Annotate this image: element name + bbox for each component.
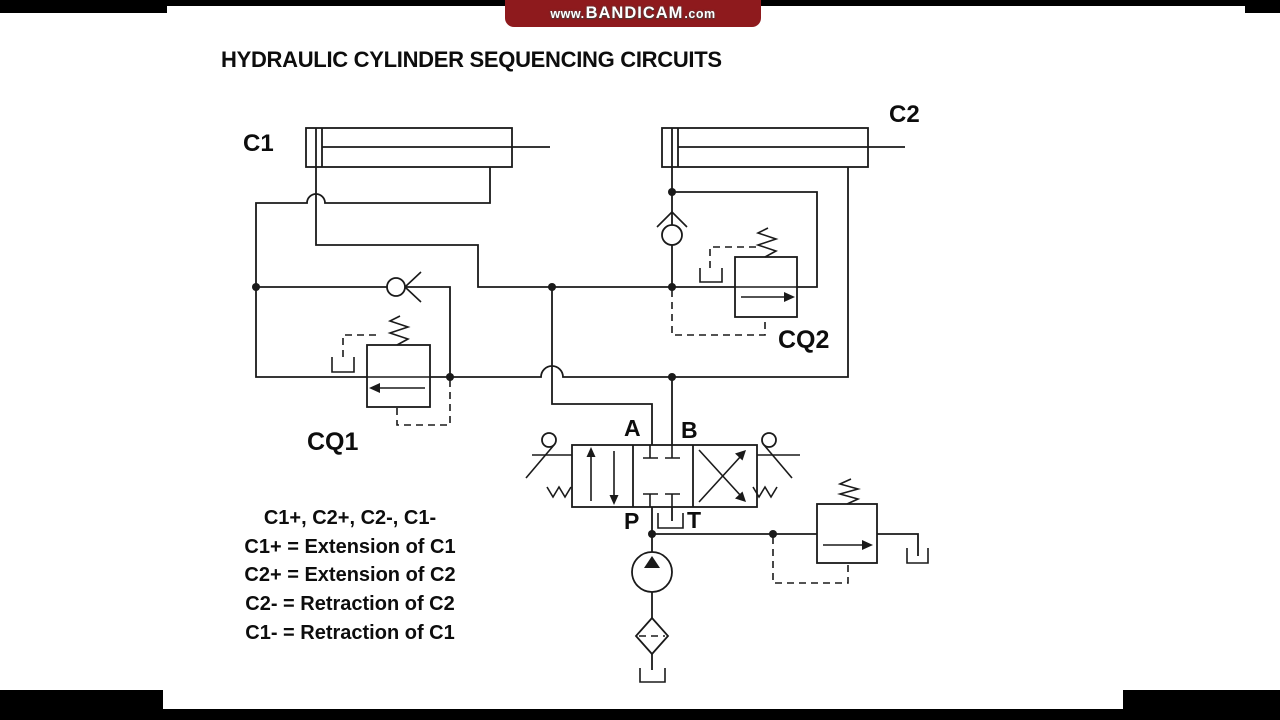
watermark-brand: BANDICAM (585, 4, 684, 22)
legend-line-sequence: C1+, C2+, C2-, C1- (263, 507, 437, 529)
hydraulic-lines (255, 167, 849, 445)
relief-valve-icon (772, 478, 929, 584)
sequence-legend: C1+, C2+, C2-, C1- C1+ = Extension of C1… (204, 504, 496, 648)
letterbox-top-left (0, 0, 167, 13)
pump-icon (631, 551, 673, 593)
label-cq1: CQ1 (307, 428, 359, 456)
label-c2: C2 (889, 101, 920, 128)
watermark-suffix: .com (684, 6, 716, 21)
directional-valve-icon (525, 432, 800, 508)
filter-icon (634, 616, 670, 656)
label-port-b: B (681, 417, 698, 443)
sequence-valve-cq1-icon (331, 315, 451, 426)
label-c1: C1 (243, 130, 274, 157)
label-port-a: A (624, 415, 641, 441)
watermark-prefix: www. (550, 6, 585, 21)
cylinder-c2-icon (661, 127, 905, 168)
tank-pump-icon (639, 668, 666, 683)
legend-line-c2-plus: C2+ = Extension of C2 (244, 564, 456, 587)
legend-line-c1-minus: C1- = Retraction of C1 (245, 621, 455, 644)
legend-line-c2-minus: C2- = Retraction of C2 (245, 593, 455, 616)
tank-relief-icon (906, 548, 929, 564)
label-cq2: CQ2 (778, 326, 829, 354)
page-title: HYDRAULIC CYLINDER SEQUENCING CIRCUITS (221, 47, 722, 72)
label-port-p: P (624, 508, 639, 534)
pump-circuit (631, 507, 817, 683)
junction-dots (252, 188, 777, 538)
tank-t-port-icon (657, 507, 684, 529)
letterbox-top-right (1245, 0, 1280, 13)
label-port-t: T (687, 507, 701, 533)
lever-left-icon (525, 432, 572, 499)
sequence-valve-cq2-icon (671, 227, 798, 336)
lever-right-icon (752, 432, 800, 499)
letterbox-bottom (0, 709, 1280, 720)
check-valve-1-icon (386, 271, 422, 303)
legend-line-c1-plus: C1+ = Extension of C1 (244, 535, 456, 558)
check-valve-2-icon (656, 211, 688, 246)
bandicam-watermark: www.BANDICAM.com (505, 0, 761, 27)
cylinder-c1-icon (305, 127, 550, 168)
